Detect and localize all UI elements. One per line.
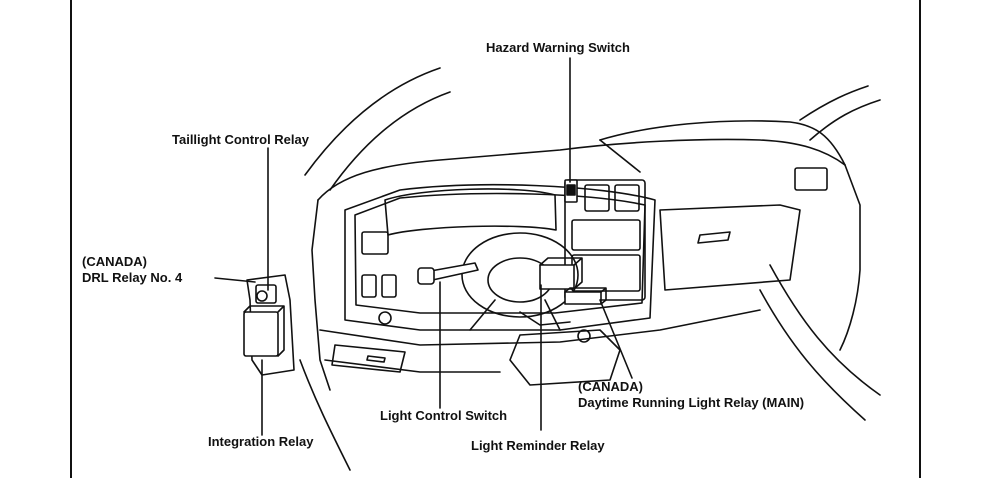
label-light-reminder-relay: Light Reminder Relay xyxy=(471,438,605,453)
drl-main-relay-side xyxy=(564,287,607,305)
label-light-control-switch: Light Control Switch xyxy=(380,408,508,423)
right-door-line xyxy=(769,264,881,396)
label-daytime-canada: (CANADA) xyxy=(578,379,643,394)
light-reminder-relay-block xyxy=(539,264,575,290)
left-vent-lower xyxy=(361,274,377,298)
integration-relay-block xyxy=(243,311,279,357)
right-vent xyxy=(794,167,828,191)
label-drl-relay-no4: DRL Relay No. 4 xyxy=(82,270,183,285)
glove-box xyxy=(659,204,801,291)
right-windshield-edge xyxy=(799,85,869,121)
drl-main-relay-block xyxy=(564,291,602,305)
right-windshield-edge-2 xyxy=(809,99,881,141)
right-lower-line xyxy=(759,289,866,421)
light-reminder-relay-side xyxy=(539,257,583,290)
label-taillight-control-relay: Taillight Control Relay xyxy=(172,132,309,147)
label-daytime-running-light-relay: Daytime Running Light Relay (MAIN) xyxy=(578,395,805,410)
label-hazard-warning-switch: Hazard Warning Switch xyxy=(486,40,630,55)
left-lower-line xyxy=(299,359,351,471)
leader-drl-no4 xyxy=(214,277,256,283)
integration-relay-side xyxy=(243,305,285,357)
left-a-pillar xyxy=(304,67,441,176)
steering-column xyxy=(469,299,561,331)
leader-drl-main xyxy=(599,299,633,379)
left-dash-edge xyxy=(311,199,331,391)
left-a-pillar-inner xyxy=(329,91,451,191)
center-vent-2 xyxy=(614,184,640,212)
frame-right-border xyxy=(919,0,921,478)
drl-relay-no4-connector xyxy=(256,290,268,302)
lower-dash-2 xyxy=(324,359,501,373)
relay-bracket xyxy=(246,274,295,376)
right-door-edge xyxy=(839,164,861,351)
steering-wheel xyxy=(461,232,579,318)
frame-left-border xyxy=(70,0,72,478)
dashboard-top xyxy=(317,138,846,201)
label-integration-relay: Integration Relay xyxy=(208,434,314,449)
cluster-hood xyxy=(384,188,557,236)
label-drl-canada: (CANADA) xyxy=(82,254,147,269)
light-control-knob xyxy=(417,267,435,285)
radio-slot xyxy=(571,219,641,251)
hazard-switch-inner xyxy=(566,184,576,196)
center-console xyxy=(509,329,621,386)
left-knob xyxy=(378,311,392,325)
kneepad-slot xyxy=(366,355,386,363)
left-vent-lower-2 xyxy=(381,274,397,298)
dashboard-top-back xyxy=(599,120,846,166)
dashboard-hood xyxy=(599,139,641,173)
left-vent-upper xyxy=(361,231,389,255)
center-vent-1 xyxy=(584,184,610,212)
lower-dash xyxy=(319,309,761,346)
glove-box-latch xyxy=(697,231,731,244)
console-line xyxy=(519,311,571,326)
right-knob xyxy=(577,329,591,343)
kneepad-left xyxy=(331,344,406,373)
